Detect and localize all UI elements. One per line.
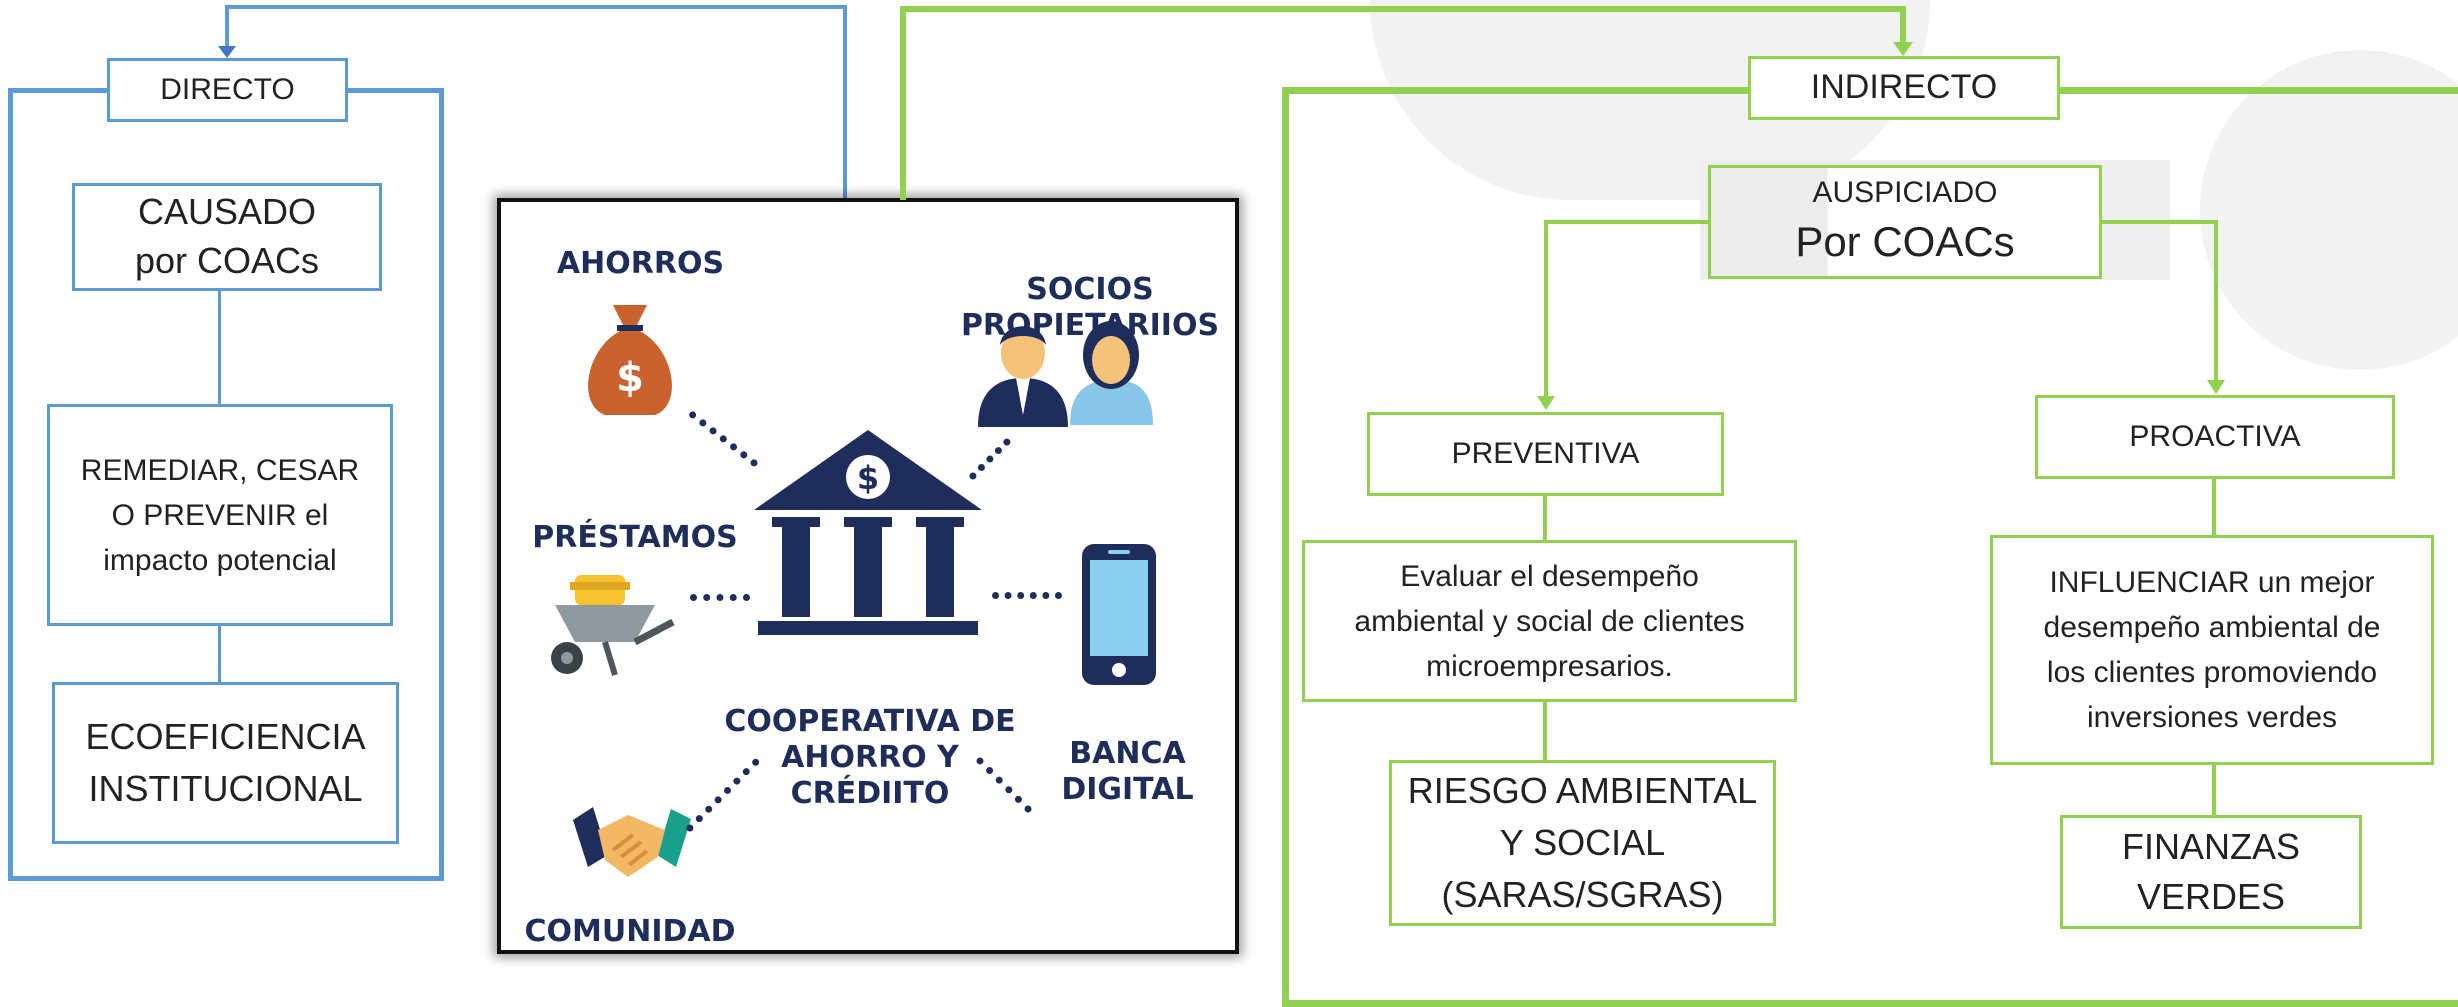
riesgo-text: RIESGO AMBIENTAL Y SOCIAL (SARAS/SGRAS) (1407, 769, 1758, 916)
connector (2212, 479, 2216, 535)
preventiva-text: PREVENTIVA (1451, 436, 1640, 470)
proactiva-desc: INFLUENCIAR un mejor desempeño ambiental… (2043, 566, 2381, 734)
dotted-connector (992, 592, 1062, 599)
cooperativa-label: COOPERATIVA DE AHORRO Y CRÉDIITO (724, 704, 1016, 811)
auspiciado-box: AUSPICIADO Por COACs (1708, 165, 2102, 279)
indirecto-label: INDIRECTO (1748, 56, 2060, 120)
auspiciado-big: Por COACs (1795, 217, 2015, 265)
prestamos-label: PRÉSTAMOS (532, 520, 738, 555)
preventiva-box: PREVENTIVA (1367, 412, 1724, 496)
causado-text: CAUSADO por COACs (134, 191, 320, 281)
connector (1900, 6, 1906, 46)
proactiva-text: PROACTIVA (2129, 419, 2301, 453)
people-icon (978, 321, 1153, 427)
remediar-text: REMEDIAR, CESAR O PREVENIR el impacto po… (80, 453, 360, 577)
svg-text:$: $ (857, 459, 879, 497)
banca-label: BANCA DIGITAL (1061, 736, 1194, 807)
connector (900, 6, 906, 200)
connector (225, 5, 847, 9)
phone-icon (1082, 544, 1156, 685)
connector (843, 5, 847, 201)
connector (1543, 496, 1547, 540)
preventiva-desc-box: Evaluar el desempeño ambiental y social … (1302, 540, 1797, 702)
money-bag-icon: $ (588, 305, 672, 415)
proactiva-box: PROACTIVA (2035, 395, 2395, 479)
dotted-connector (690, 594, 750, 601)
bank-icon: $ (754, 430, 982, 635)
connector (2212, 765, 2216, 815)
remediar-box: REMEDIAR, CESAR O PREVENIR el impacto po… (47, 404, 393, 626)
wheelbarrow-icon (551, 575, 675, 676)
connector (1544, 220, 1708, 224)
indirecto-text: INDIRECTO (1810, 68, 1998, 107)
connector (2102, 220, 2218, 224)
auspiciado-small: AUSPICIADO (1812, 176, 1998, 210)
connector (1543, 702, 1547, 760)
background-circle (2200, 50, 2458, 370)
directo-text: DIRECTO (160, 72, 295, 106)
preventiva-desc: Evaluar el desempeño ambiental y social … (1354, 559, 1745, 683)
svg-text:$: $ (616, 355, 644, 401)
ecoeficiencia-text: ECOEFICIENCIA INSTITUCIONAL (85, 715, 366, 809)
ahorros-label: AHORROS (556, 246, 725, 281)
causado-box: CAUSADO por COACs (72, 183, 382, 291)
connector (225, 5, 229, 50)
connector (218, 291, 221, 404)
handshake-icon (573, 807, 691, 877)
connector (2214, 220, 2218, 383)
finanzas-box: FINANZAS VERDES (2060, 815, 2362, 929)
arrow-down-icon (2207, 380, 2225, 394)
riesgo-box: RIESGO AMBIENTAL Y SOCIAL (SARAS/SGRAS) (1389, 760, 1776, 926)
directo-label: DIRECTO (107, 58, 348, 122)
connector (218, 626, 221, 682)
connector (1544, 220, 1548, 400)
comunidad-label: COMUNIDAD (524, 914, 736, 949)
proactiva-desc-box: INFLUENCIAR un mejor desempeño ambiental… (1990, 535, 2434, 765)
connector (900, 6, 1906, 12)
arrow-down-icon (1537, 396, 1555, 410)
arrow-down-icon (1893, 42, 1913, 56)
finanzas-text: FINANZAS VERDES (2121, 825, 2300, 917)
ecoeficiencia-box: ECOEFICIENCIA INSTITUCIONAL (52, 682, 399, 844)
arrow-down-icon (218, 46, 236, 58)
